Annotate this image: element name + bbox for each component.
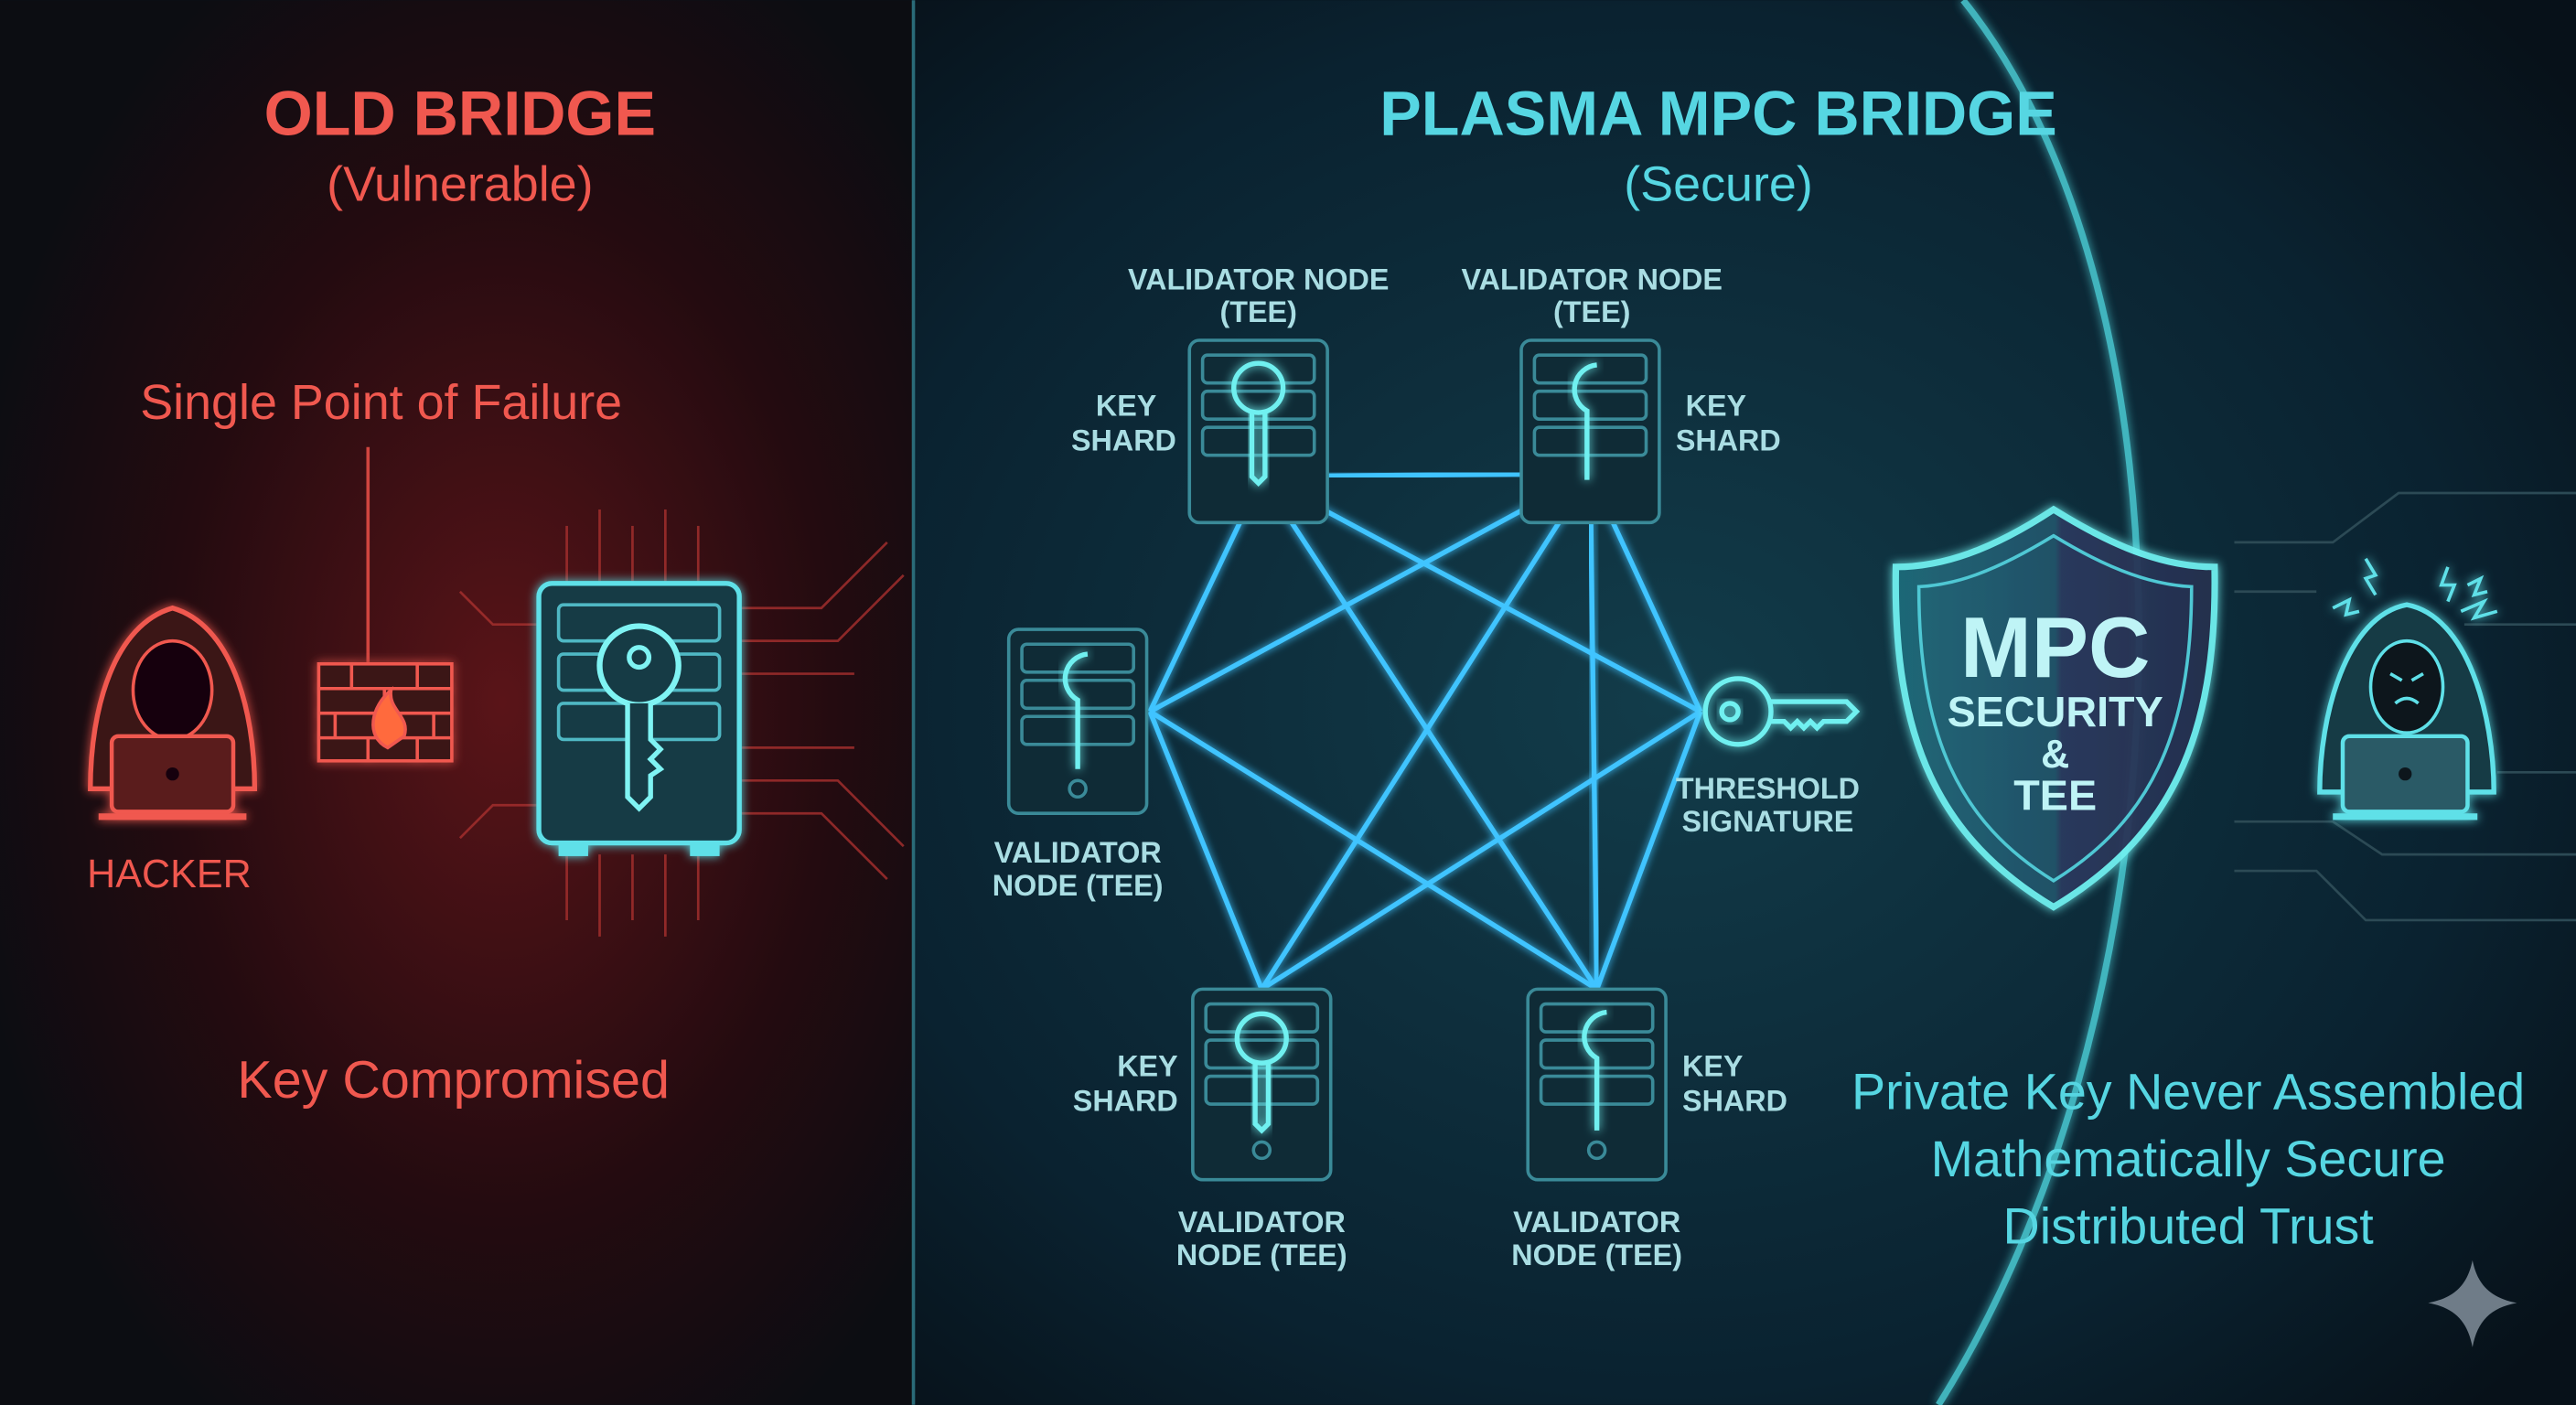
single-point-of-failure-label: Single Point of Failure	[140, 375, 622, 430]
shield-text-tee: TEE	[2013, 772, 2097, 820]
shard-label: SHARD	[1071, 424, 1176, 456]
validator-node-bottom-left	[1191, 987, 1333, 1182]
threshold-signature-label: THRESHOLD	[1676, 772, 1860, 805]
shard-label: KEY	[1686, 390, 1747, 423]
plasma-mpc-subtitle: (Secure)	[1624, 156, 1813, 211]
validator-node-top-left	[1187, 338, 1329, 525]
hacker-label: HACKER	[87, 853, 252, 896]
right-background	[913, 0, 2576, 1405]
plasma-mpc-title: PLASMA MPC BRIDGE	[1379, 80, 2056, 149]
threshold-signature-label: SIGNATURE	[1681, 805, 1853, 838]
node-label: NODE (TEE)	[993, 869, 1164, 902]
validator-node-bottom-right	[1526, 987, 1668, 1182]
vault-safe-icon	[536, 581, 742, 856]
shard-label: KEY	[1117, 1050, 1178, 1083]
benefit-line: Distributed Trust	[2003, 1198, 2375, 1255]
circuit-traces-right	[2234, 491, 2576, 922]
node-label: NODE (TEE)	[1176, 1239, 1347, 1271]
benefit-line: Private Key Never Assembled	[1852, 1063, 2525, 1120]
threshold-key-icon	[1702, 676, 1861, 747]
node-label: NODE (TEE)	[1511, 1239, 1682, 1271]
shard-label: KEY	[1682, 1050, 1744, 1083]
node-label: VALIDATOR	[1178, 1206, 1346, 1239]
key-shard-icon	[1572, 362, 1598, 480]
plasma-mpc-panel: PLASMA MPC BRIDGE (Secure)	[993, 0, 2576, 1405]
mpc-network-lines	[1147, 412, 1906, 1078]
old-bridge-title: OLD BRIDGE	[264, 80, 656, 149]
frustrated-hacker-icon	[2317, 557, 2498, 820]
shard-label: SHARD	[1073, 1084, 1178, 1117]
shard-label: KEY	[1096, 390, 1157, 423]
shield-text-mpc: MPC	[1960, 599, 2151, 695]
key-shard-icon	[1062, 651, 1089, 769]
old-bridge-subtitle: (Vulnerable)	[327, 156, 593, 211]
key-shard-icon	[1231, 360, 1286, 488]
shard-label: SHARD	[1676, 424, 1781, 456]
mpc-shield-icon: MPC SECURITY & TEE	[1892, 505, 2218, 911]
node-label: (TEE)	[1553, 295, 1630, 328]
old-bridge-panel: OLD BRIDGE (Vulnerable) Single Point of …	[87, 80, 905, 1110]
node-label: VALIDATOR NODE	[1128, 263, 1389, 295]
node-label: VALIDATOR	[994, 836, 1162, 869]
shield-text-security: SECURITY	[1948, 688, 2163, 735]
validator-node-top-right	[1519, 338, 1661, 525]
hacker-icon	[88, 605, 258, 820]
node-label: VALIDATOR	[1513, 1206, 1680, 1239]
node-label: VALIDATOR NODE	[1462, 263, 1723, 295]
circuit-traces	[458, 509, 905, 937]
key-shard-icon	[1234, 1011, 1289, 1134]
shard-label: SHARD	[1682, 1084, 1787, 1117]
shield-text-ampersand: &	[2041, 733, 2069, 777]
node-label: (TEE)	[1219, 295, 1296, 328]
benefit-line: Mathematically Secure	[1931, 1131, 2446, 1187]
firewall-icon	[317, 662, 454, 763]
validator-node-left	[1006, 627, 1149, 816]
key-shard-icon	[1582, 1009, 1607, 1131]
sparkle-watermark-icon	[2428, 1260, 2517, 1347]
key-compromised-label: Key Compromised	[237, 1051, 670, 1110]
lightning-icon	[2332, 557, 2498, 621]
